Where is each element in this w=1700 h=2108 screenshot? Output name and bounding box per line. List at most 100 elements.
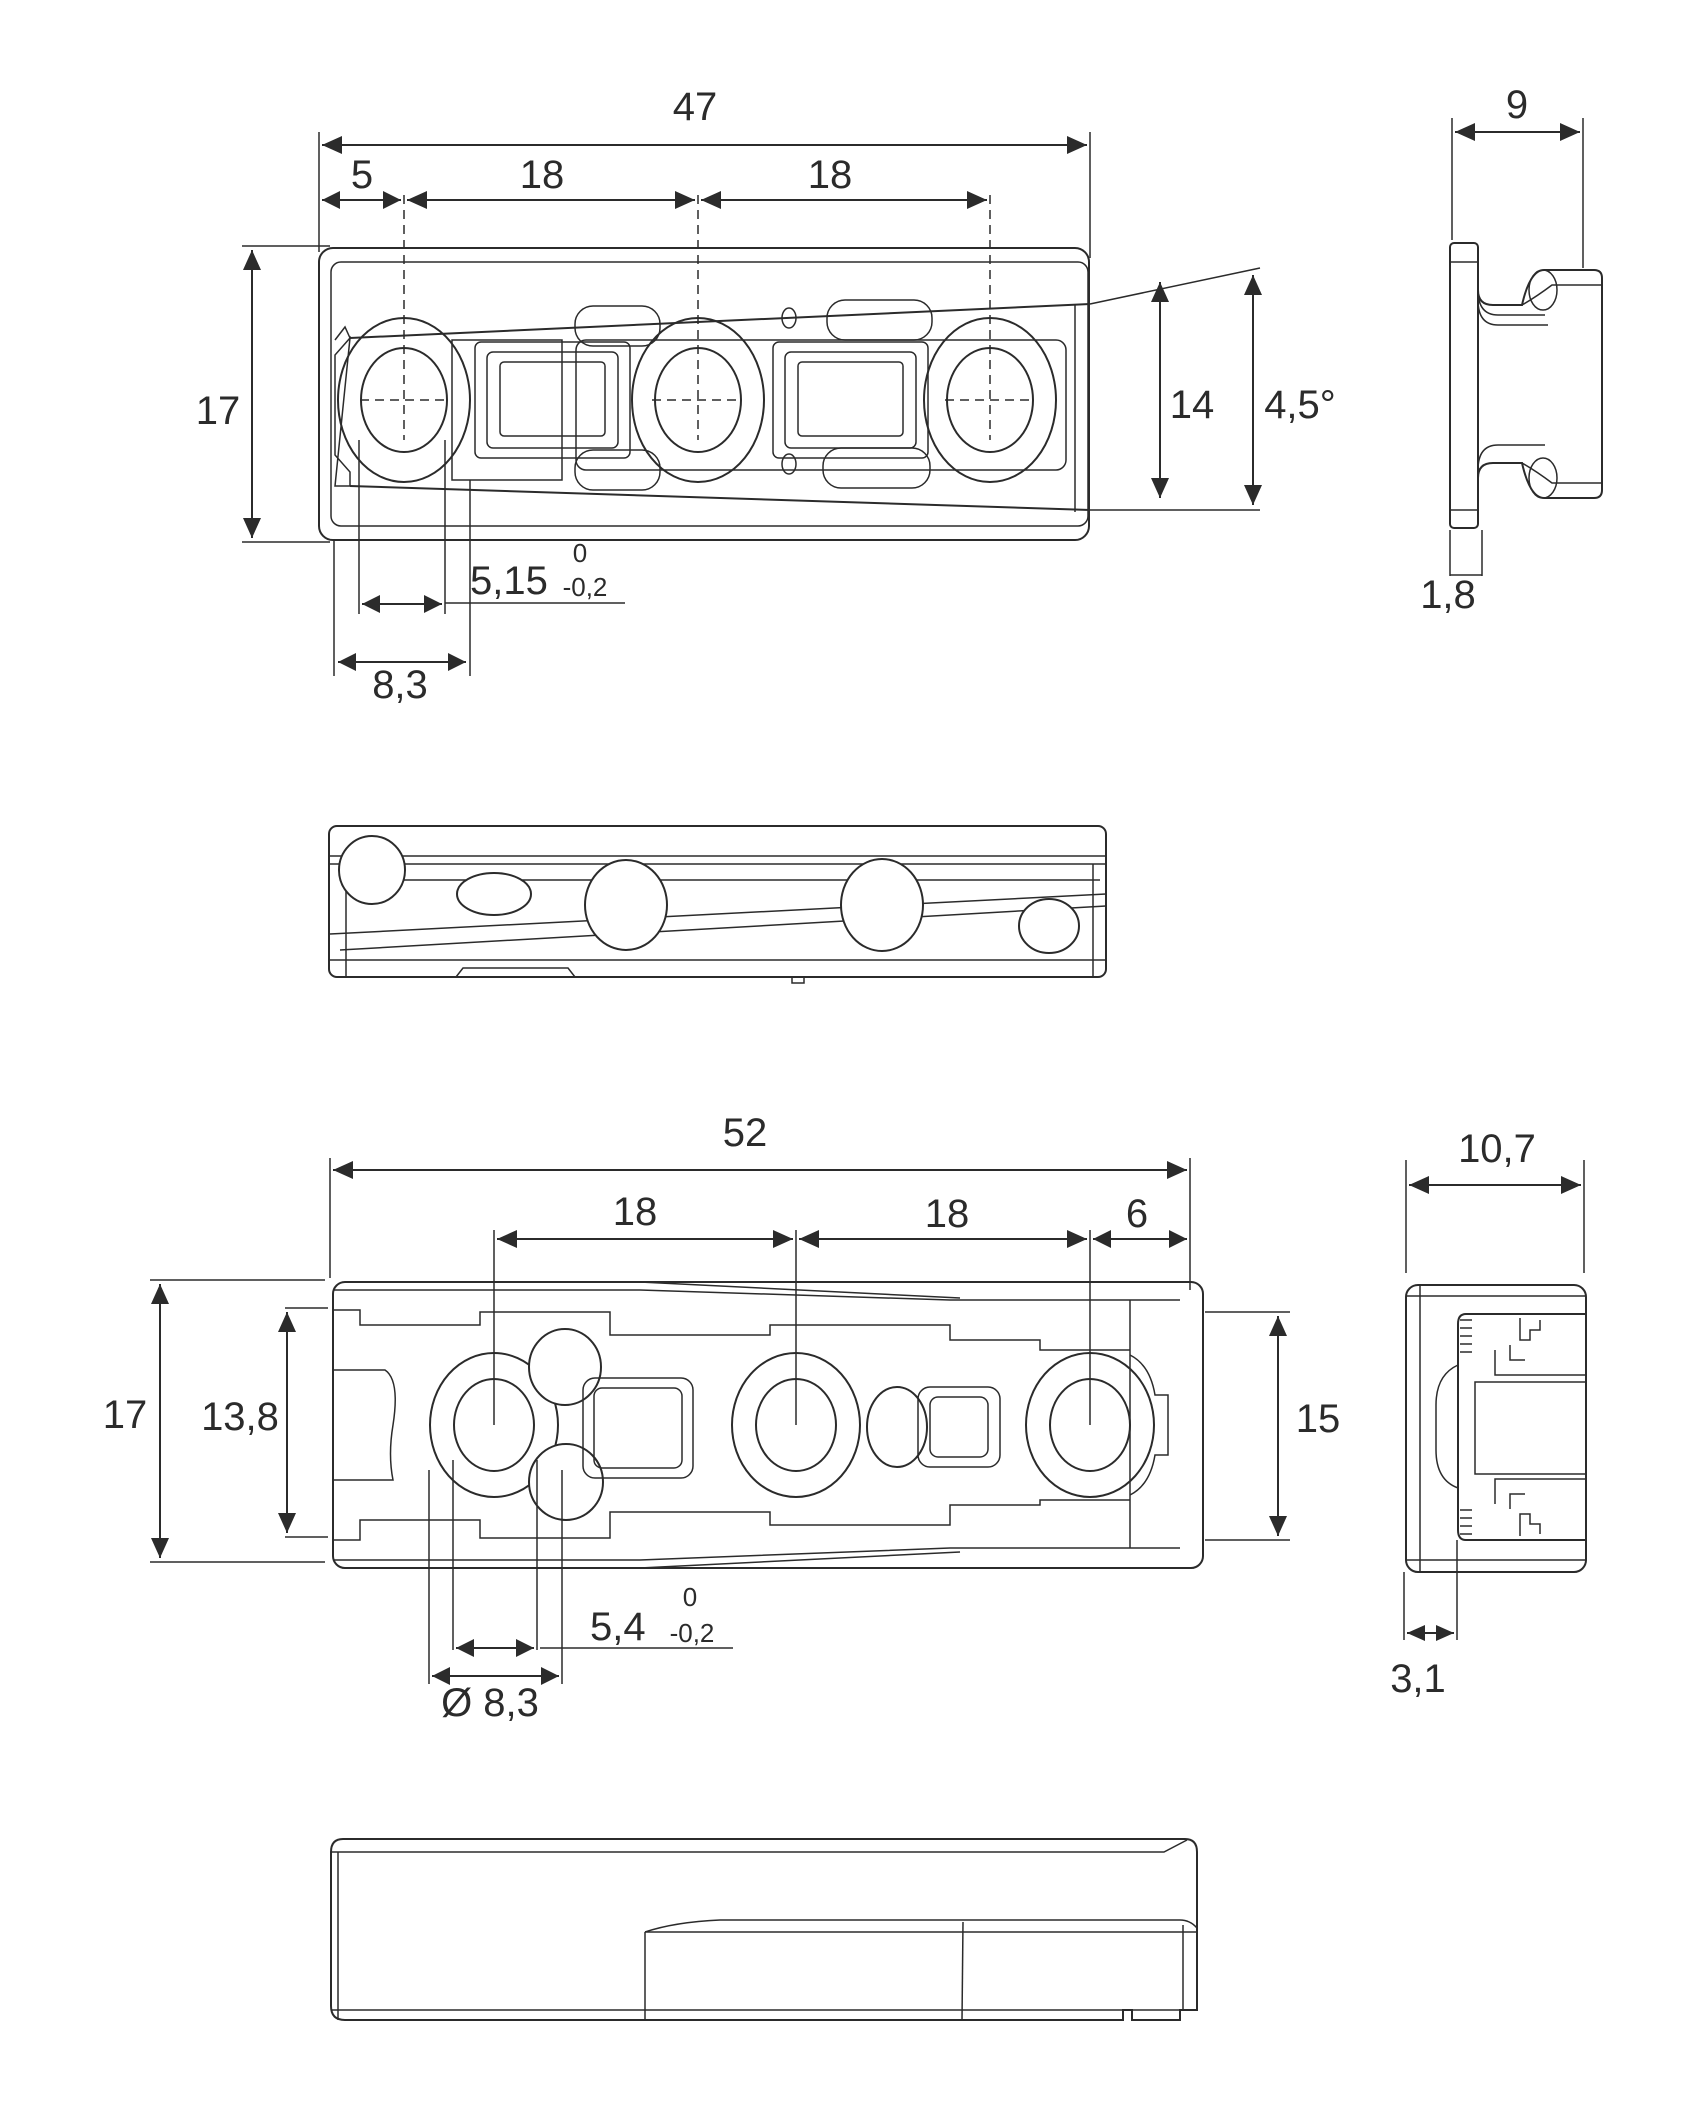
arrowhead [1067,136,1087,154]
pad-bottom-2 [822,447,931,489]
dim-overall-length: 47 [673,85,718,129]
guide-boss-top [528,1328,602,1406]
arrowhead [151,1538,169,1558]
dim-hole-pitch-2: 18 [808,153,853,197]
arrowhead [773,1230,793,1248]
dimensions-top-side: 9 1,8 [1420,83,1584,617]
recess-1-outer [474,341,631,459]
arrowhead [1169,1230,1187,1248]
dim-overall-depth: 10,7 [1458,1127,1536,1171]
mounting-hole-1-outer [337,317,471,483]
top-chamfer-line [333,1289,1180,1301]
clip-body [1477,250,1603,520]
arrowhead [1560,123,1580,141]
clip-rib-1 [1477,289,1545,316]
chamfer-top [334,325,351,341]
end-latch [1129,1354,1169,1496]
dim-inner-height: 13,8 [201,1395,279,1439]
dim-last-hole-to-edge: 6 [1126,1192,1148,1236]
end-chamfer [334,335,351,487]
arrowhead [675,191,695,209]
arrowhead [243,518,261,538]
screw-head-4 [1018,898,1080,954]
arrowhead [362,595,380,613]
dim-hole-pitch-1: 18 [520,153,565,197]
arrowhead [278,1312,296,1332]
elevation-outline [330,1838,1198,2021]
view-top-elevation [328,825,1107,984]
dim-slot-width: 5,15 [470,559,548,603]
tol-lower: -0,2 [670,1618,715,1648]
tol-upper: 0 [683,1582,697,1612]
clip-rib-2 [1477,299,1548,326]
view-bottom-elevation [330,1838,1198,2021]
side-nose [1435,1364,1459,1489]
elevation-tab [791,976,805,984]
elevation-notch [455,967,576,978]
taper-top [639,1281,961,1299]
arrowhead [456,1639,474,1657]
arrowhead [1436,1625,1454,1641]
elevation-divider [961,1921,964,2021]
arrowhead [1269,1516,1287,1536]
side-core [1474,1381,1587,1475]
arrowhead [243,250,261,270]
arrowhead [1244,275,1262,295]
arrowhead [1151,282,1169,302]
dim-right-height: 15 [1296,1397,1341,1441]
tol-upper: 0 [573,538,587,568]
dim-taper-angle: 4,5° [1264,383,1336,427]
dim-flange-thickness: 1,8 [1420,573,1476,617]
side-insert [1457,1313,1586,1541]
arrowhead [1561,1176,1581,1194]
recess-2-mid [784,351,917,449]
angle-extension-top [1089,267,1261,305]
dimensions-bottom-side: 10,7 3,1 [1390,1127,1585,1701]
side-outline [1405,1284,1587,1573]
arrowhead [322,136,342,154]
inner-profile-top [333,1309,1130,1351]
side-steps-top [1494,1318,1586,1376]
recess-2-inner [797,361,904,437]
arrowhead [424,595,442,613]
recess-2-outer [772,341,929,459]
clip-rib-5 [1521,462,1602,484]
part-outline [318,247,1090,541]
guide-boss-bottom [528,1443,604,1521]
flange [1449,242,1479,529]
recess-1-inner [593,1387,683,1469]
dim-slot-width: 5,4 [590,1605,646,1649]
bottom-chamfer-line [333,1547,1180,1561]
view-top-side [1449,242,1603,529]
screw-slot [456,872,532,916]
pad-top-2 [826,299,933,341]
clip-curl-bottom [1528,457,1558,499]
elevation-outline [328,825,1107,978]
part-inner-outline [330,261,1089,527]
arrowhead [383,191,401,209]
arrowhead [407,191,427,209]
inner-profile-bottom [333,1499,1130,1541]
arrowhead [497,1230,517,1248]
dimensions-bottom-plan: 52 18 18 6 17 13,8 15 [103,1111,1341,1725]
arrowhead [1455,123,1475,141]
arrowhead [516,1639,534,1657]
dim-edge-to-hole: 5 [351,153,373,197]
arrowhead [151,1284,169,1304]
arrowhead [432,1667,450,1685]
arrowhead [1151,478,1169,498]
arrowhead [278,1513,296,1533]
arrowhead [967,191,987,209]
dim-flange-thickness: 3,1 [1390,1657,1446,1701]
dim-hole-pitch-1: 18 [613,1190,658,1234]
elevation-top-lip [331,1839,1188,1853]
recess-2-inner [929,1396,989,1458]
elevation-taper-2 [339,905,1107,951]
dim-inner-height: 14 [1170,383,1215,427]
clip-rib-3 [1521,284,1602,306]
elevation-taper-1 [329,893,1107,935]
pad-top-1 [574,305,661,347]
dim-hole-diameter: Ø 8,3 [441,1681,539,1725]
